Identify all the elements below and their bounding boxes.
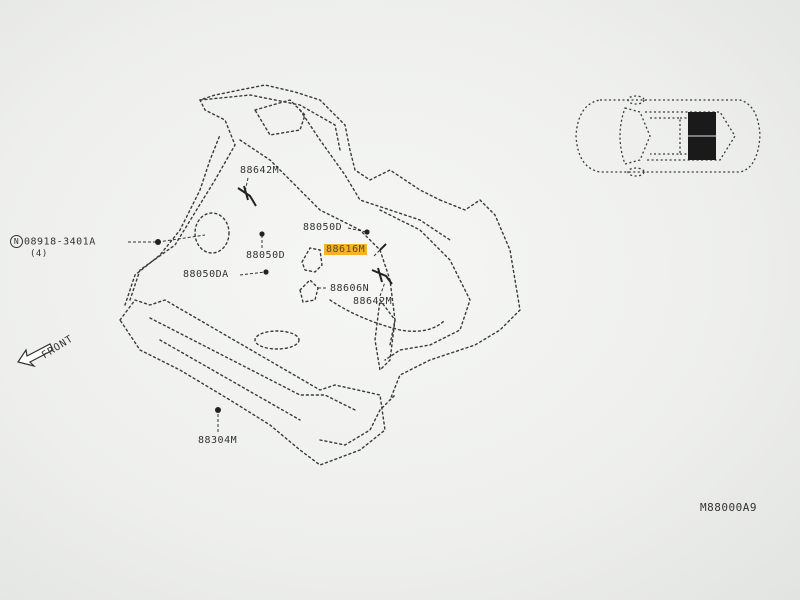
quarter-trim-inner	[379, 209, 471, 361]
leader-88050d-upper	[347, 227, 367, 233]
side-lining-2	[299, 109, 451, 241]
bracket-88606	[299, 279, 319, 303]
label-88616-highlighted: 88616M	[324, 244, 368, 256]
trim-clip-area	[253, 99, 306, 136]
label-88642-upper: 88642M	[240, 165, 280, 176]
label-88050d-upper: 88050D	[303, 222, 343, 233]
car-wheel-rear	[627, 167, 645, 177]
plug-hole-left	[194, 212, 230, 254]
car-wheel-front	[627, 95, 645, 105]
fastener-88050d-left	[259, 231, 265, 237]
car-seats	[650, 117, 690, 155]
highlighted-part-number: 88616M	[324, 244, 368, 255]
side-post	[374, 298, 396, 372]
trunk-floor-inner	[149, 317, 356, 421]
label-88642-lower: 88642M	[353, 296, 393, 307]
bracket-88616	[301, 247, 323, 273]
label-88304: 88304M	[198, 435, 238, 446]
clip-88642-upper	[237, 185, 257, 207]
rear-panel-top	[199, 94, 341, 151]
quarter-trim-outline	[389, 199, 521, 401]
speaker-hole	[254, 330, 300, 350]
car-body	[575, 99, 761, 173]
leader-88642-lower	[379, 281, 386, 297]
fastener-08918	[155, 239, 161, 245]
side-lining	[239, 139, 396, 346]
quarter-trim-arch	[329, 299, 446, 332]
fastener-88050d-upper	[364, 229, 370, 235]
car-windshield	[619, 107, 651, 165]
fastener-88304	[215, 407, 221, 413]
part-number-08918: 08918-3401A	[24, 236, 96, 248]
rear-panel-left-edge	[124, 134, 221, 306]
label-88606: 88606N	[330, 283, 370, 294]
rear-edge	[319, 394, 396, 446]
rear-panel-outline	[129, 84, 441, 301]
nut-symbol-icon: N	[10, 235, 23, 248]
label-qty-08918: (4)	[30, 249, 48, 259]
fastener-88050da	[263, 269, 269, 275]
clip-88642-lower	[371, 267, 393, 285]
leader-88050da	[239, 271, 266, 276]
label-88050d-left: 88050D	[246, 250, 286, 261]
label-88050da: 88050DA	[183, 269, 229, 280]
front-arrow	[17, 343, 54, 368]
clip-88616	[379, 243, 387, 251]
front-indicator: FRONT	[10, 333, 100, 380]
trunk-floor-outline	[119, 299, 386, 466]
diagram-code: M88000A9	[700, 501, 757, 514]
leader-88616	[373, 249, 381, 257]
car-locator	[575, 95, 761, 177]
